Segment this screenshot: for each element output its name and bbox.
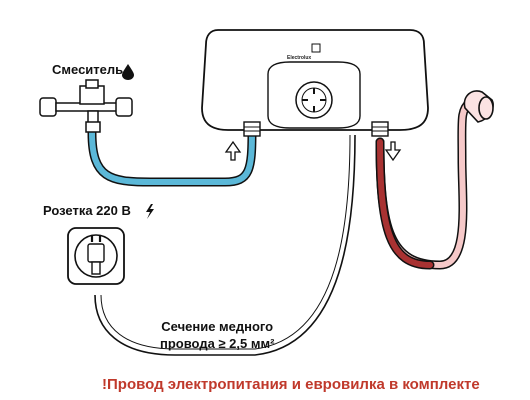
- power-cable-inner: [100, 134, 351, 350]
- mixer-label: Смеситель: [52, 62, 124, 77]
- cold-inlet-fitting: [243, 121, 261, 137]
- cold-water-hose-fill: [89, 127, 255, 185]
- electrical-outlet: [67, 227, 125, 285]
- shower-head: [463, 90, 494, 123]
- outlet-label: Розетка 220 В: [43, 203, 131, 218]
- lightning-icon: [146, 204, 154, 219]
- wire-section-line1: Сечение медного: [161, 319, 274, 334]
- brand-label: Electrolux: [287, 55, 312, 61]
- wire-section-label: Сечение медного провода ≥ 2,5 мм²: [160, 318, 274, 352]
- wire-section-line2: провода ≥ 2,5 мм²: [160, 336, 275, 351]
- power-cable: [94, 134, 356, 356]
- included-items-note: !Провод электропитания и евровилка в ком…: [102, 376, 480, 393]
- arrow-up-icon: [224, 140, 242, 161]
- water-heater: [201, 29, 429, 131]
- cold-water-hose: [87, 125, 257, 187]
- control-knob: [295, 81, 333, 119]
- water-drop-icon: [122, 64, 134, 80]
- hot-water-hose-fill: [377, 139, 433, 268]
- arrow-down-icon: [384, 141, 402, 162]
- hot-outlet-fitting: [371, 121, 389, 137]
- mixer-faucet: [39, 79, 133, 133]
